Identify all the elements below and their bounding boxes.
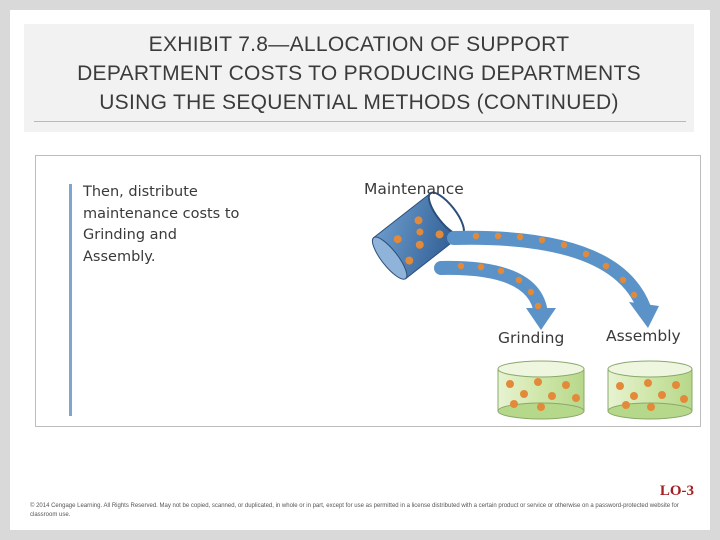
pouring-can-icon [371, 191, 465, 280]
copyright-notice: © 2014 Cengage Learning. All Rights Rese… [30, 503, 679, 518]
learning-objective-badge: LO-3 [659, 483, 694, 499]
assembly-label: Assembly [606, 327, 681, 345]
grinding-jar-icon [497, 360, 585, 420]
arrow-to-grinding-icon [434, 260, 556, 330]
caption-accent-bar [69, 184, 72, 416]
maintenance-label: Maintenance [364, 180, 464, 198]
arrow-to-assembly-icon [447, 230, 659, 328]
figure-caption: Then, distribute maintenance costs to Gr… [83, 184, 240, 265]
slide: EXHIBIT 7.8—ALLOCATION OF SUPPORT DEPART… [10, 10, 710, 530]
title-divider [34, 121, 686, 122]
exhibit-figure: Then, distribute maintenance costs to Gr… [35, 155, 701, 427]
assembly-jar-icon [607, 360, 693, 420]
grinding-label: Grinding [498, 329, 565, 347]
slide-title: EXHIBIT 7.8—ALLOCATION OF SUPPORT DEPART… [77, 33, 641, 114]
title-band [24, 24, 694, 132]
allocation-illustration [371, 191, 693, 420]
